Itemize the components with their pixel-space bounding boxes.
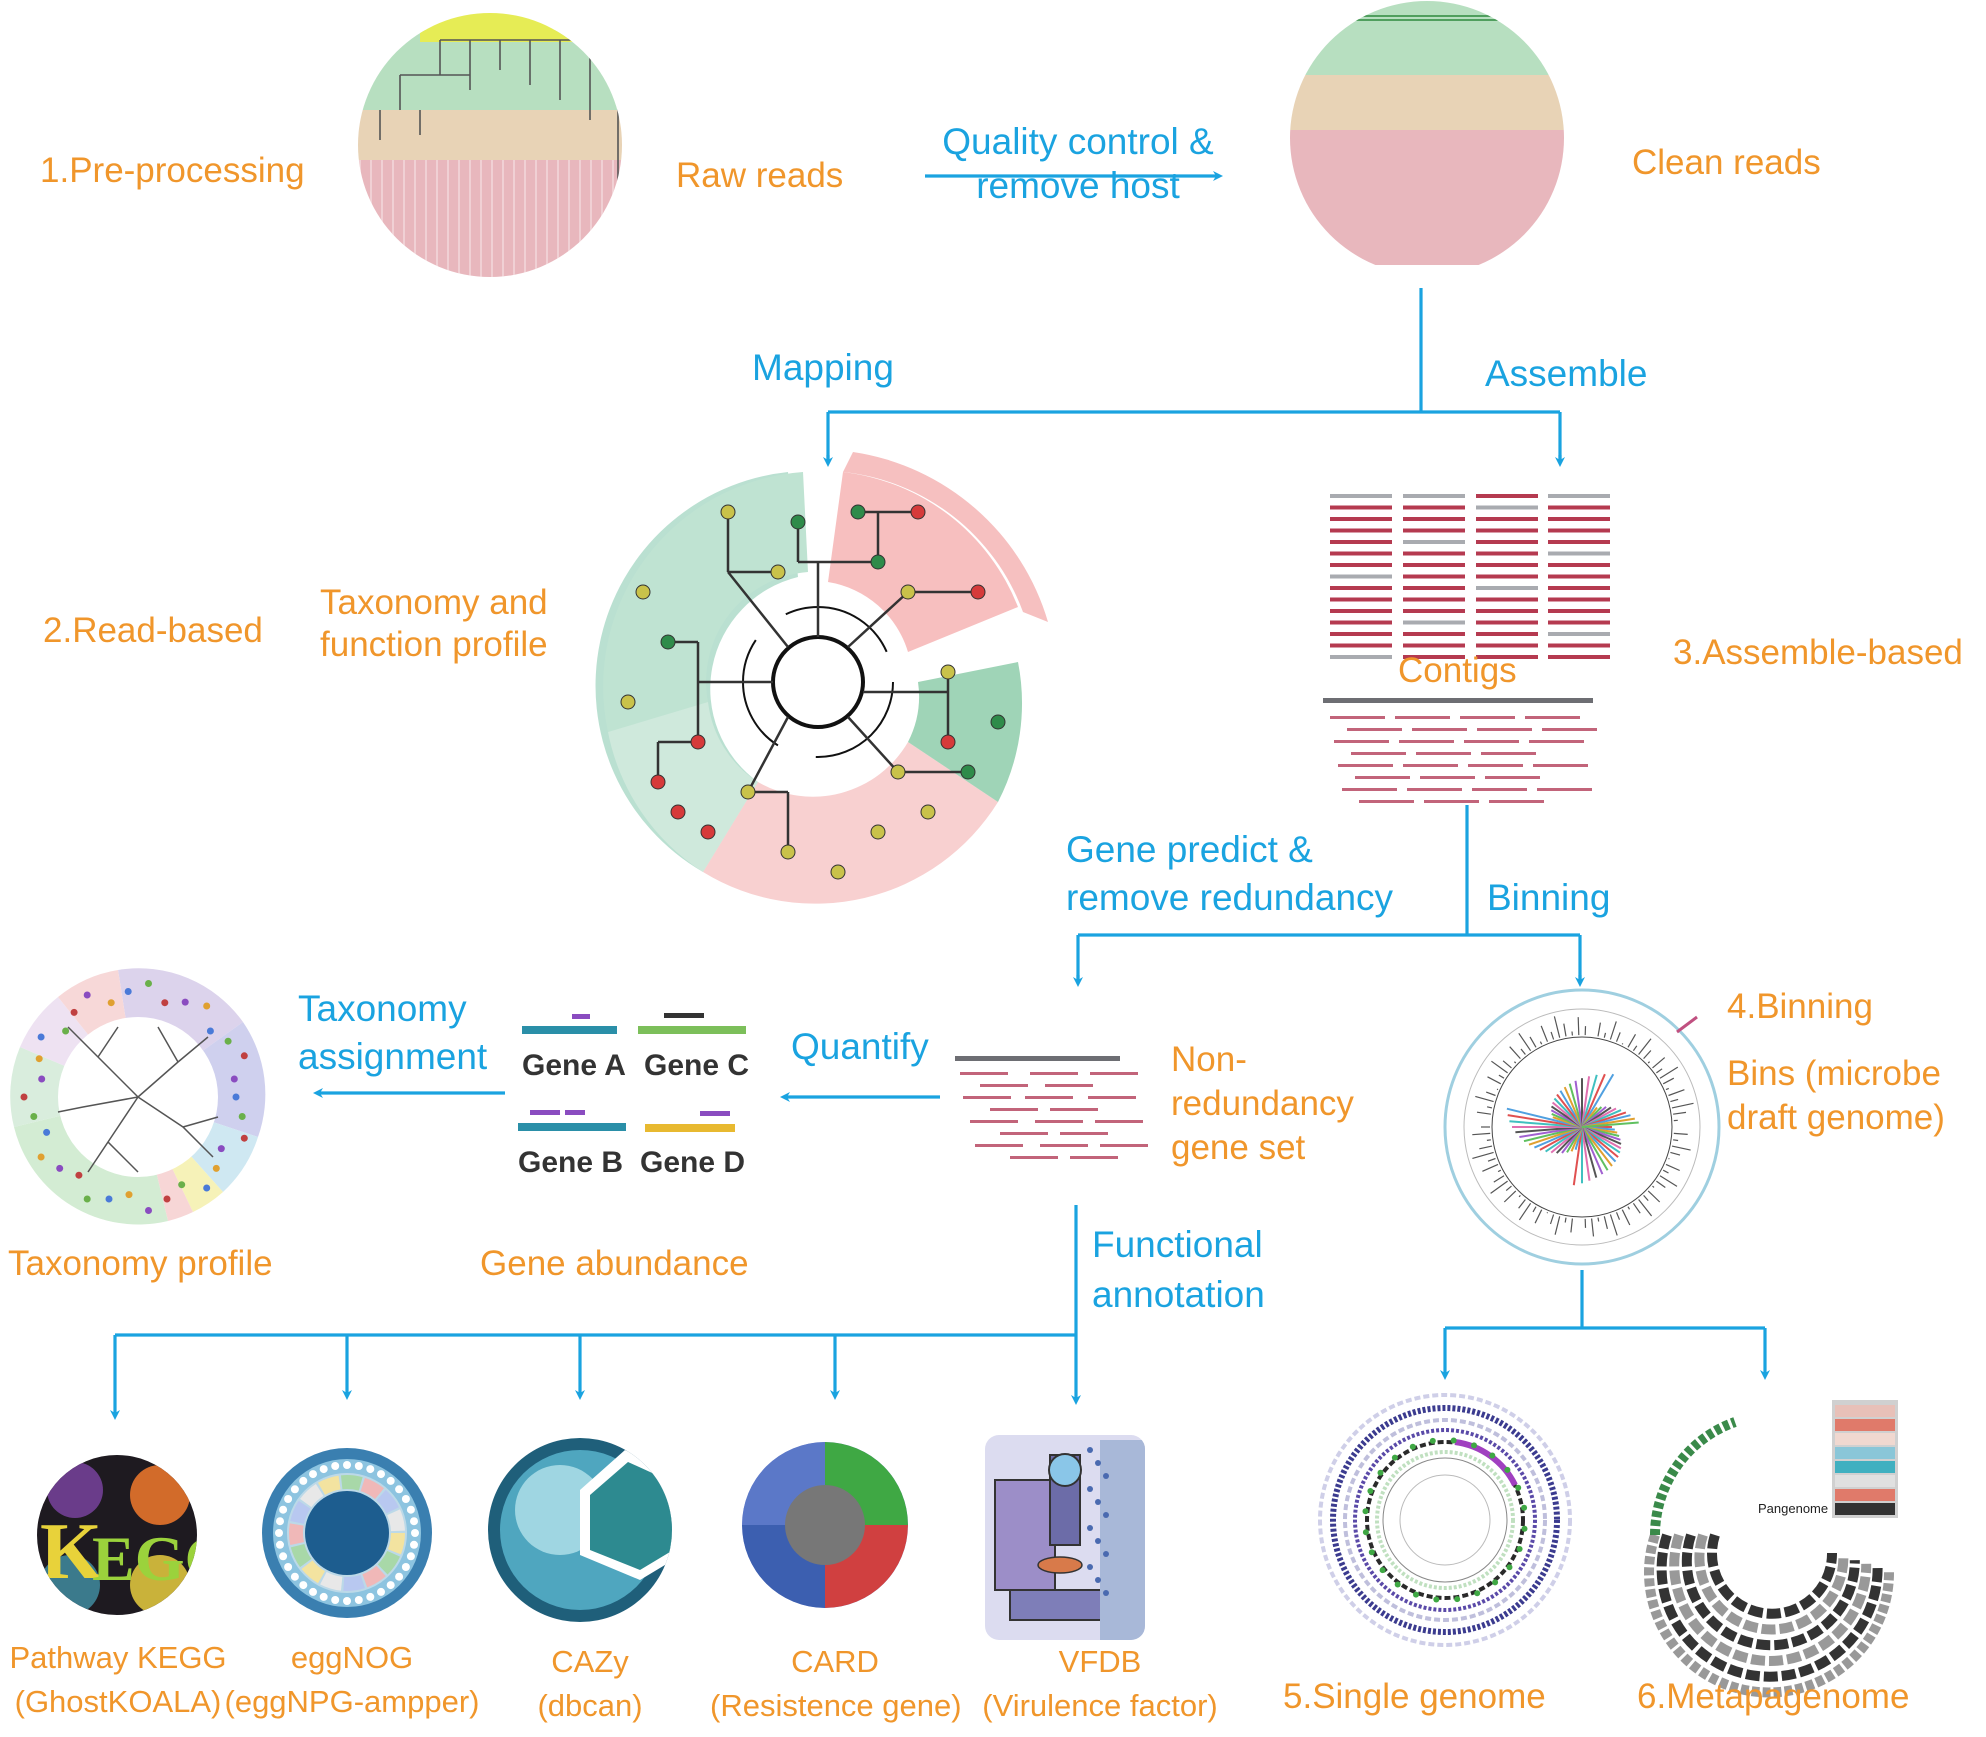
quantify-edge-label: Quantify [791, 1026, 929, 1067]
flow-arrows [110, 171, 1770, 1420]
raw-reads-image [358, 13, 622, 277]
cazy-icon [488, 1438, 672, 1622]
arrow-split-bins [1445, 1270, 1765, 1330]
arrow-functional [115, 1205, 1078, 1337]
pangenome-label: Pangenome [1758, 1501, 1828, 1516]
svg-text:EGG: EGG [92, 1523, 234, 1594]
step-assemble-based: 3.Assemble-based [1673, 633, 1963, 672]
contig-reads-image [1323, 698, 1597, 803]
db-cazy-label: CAZy(dbcan) [537, 1644, 643, 1723]
contigs-image [1330, 494, 1610, 659]
step-single-genome: 5.Single genome [1283, 1677, 1546, 1716]
gene-predict-edge-label: Gene predict &remove redundancy [1066, 829, 1394, 918]
single-genome-image [1318, 1393, 1572, 1647]
bins-image [1443, 988, 1721, 1266]
db-eggnog-label: eggNOG(eggNPG-ampper) [224, 1640, 480, 1719]
gene-d-label: Gene D [640, 1146, 745, 1179]
gene-c-label: Gene C [644, 1049, 749, 1082]
binning-edge-label: Binning [1487, 877, 1611, 918]
taxonomy-profile-label: Taxonomy profile [8, 1244, 273, 1283]
step-read-based: 2.Read-based [43, 611, 263, 650]
db-kegg-label: Pathway KEGG(GhostKOALA) [9, 1640, 227, 1719]
cladogram-image [595, 452, 1048, 904]
vfdb-icon [985, 1435, 1145, 1640]
qc-edge-label: Quality control &remove host [942, 121, 1214, 207]
contigs-label: Contigs [1398, 651, 1517, 690]
eggnog-icon [262, 1448, 432, 1618]
step-preprocessing: 1.Pre-processing [40, 151, 305, 190]
taxonomy-profile-image [10, 968, 266, 1225]
gene-abundance-image: Gene A Gene C Gene B Gene D [518, 1013, 749, 1179]
gene-a-label: Gene A [522, 1049, 626, 1082]
db-vfdb-label: VFDB(Virulence factor) [982, 1644, 1218, 1723]
card-icon [742, 1442, 908, 1608]
assemble-edge-label: Assemble [1485, 353, 1648, 394]
kegg-icon: K EGG [37, 1455, 234, 1615]
raw-reads-label: Raw reads [676, 156, 844, 195]
mapping-edge-label: Mapping [752, 347, 894, 388]
non-redundancy-gene-set-image [955, 1056, 1148, 1159]
clean-reads-image [1290, 1, 1564, 275]
arrow-split-top [826, 288, 1562, 460]
db-card-label: CARD(Resistence gene) [710, 1644, 962, 1723]
pangenome-image: Pangenome [1644, 1400, 1898, 1698]
gene-abundance-label: Gene abundance [480, 1244, 749, 1283]
arrow-split-mid [1076, 805, 1582, 980]
gene-b-label: Gene B [518, 1146, 623, 1179]
step-binning: 4.Binning [1727, 987, 1873, 1026]
step-metapagenome: 6.Metapagenome [1637, 1677, 1910, 1716]
clean-reads-label: Clean reads [1632, 143, 1821, 182]
